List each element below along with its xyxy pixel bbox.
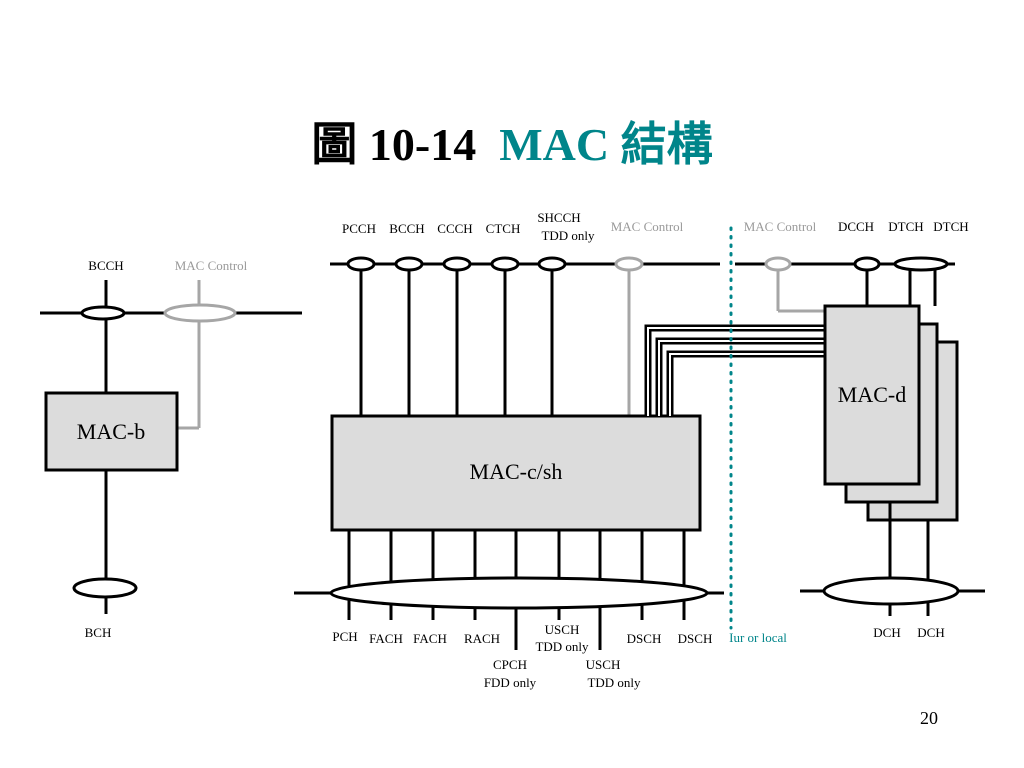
shcch-label: SHCCH: [537, 210, 580, 225]
mac-d-section: MAC-d MAC Control DCCH DTCH DTCH DCH DCH: [735, 219, 985, 640]
usch-label-2: USCH: [586, 657, 621, 672]
usch-note-2: TDD only: [587, 675, 641, 690]
title-prefix: 圖 10-14: [311, 119, 477, 170]
fach-label-1: FACH: [369, 631, 403, 646]
center-mac-control-label: MAC Control: [611, 219, 684, 234]
rach-label: RACH: [464, 631, 500, 646]
left-bcch-label: BCCH: [88, 258, 123, 273]
dtch-sap: [893, 256, 949, 272]
center-control-sap: [614, 256, 644, 272]
dsch-label-1: DSCH: [627, 631, 662, 646]
mac-d-links: [644, 324, 826, 416]
title-suffix: MAC 結構: [499, 119, 713, 170]
cpch-note: FDD only: [484, 675, 537, 690]
pch-label: PCH: [332, 629, 357, 644]
transport-channel-sap: [329, 576, 709, 610]
mac-c-sh-box: [330, 414, 702, 532]
iur-label: Iur or local: [729, 630, 787, 645]
right-mac-control-label: MAC Control: [744, 219, 817, 234]
ccch-sap: [442, 256, 472, 272]
dch-sap: [822, 576, 960, 606]
dtch-label-1: DTCH: [888, 219, 923, 234]
ctch-sap: [490, 256, 520, 272]
shcch-note: TDD only: [541, 228, 595, 243]
pcch-sap: [346, 256, 376, 272]
mac-c-sh-label: MAC-c/sh: [470, 459, 563, 484]
dcch-label: DCCH: [838, 219, 874, 234]
page-number: 20: [920, 708, 938, 728]
mac-b-label: MAC-b: [77, 419, 145, 444]
mac-d-box: [823, 304, 921, 486]
dch-label-1: DCH: [873, 625, 900, 640]
usch-label-1: USCH: [545, 622, 580, 637]
cpch-label: CPCH: [493, 657, 527, 672]
mac-b-box: [44, 391, 179, 472]
mac-b-control-sap: [163, 303, 237, 323]
bcch-sap-center: [394, 256, 424, 272]
mac-b-section: MAC-b BCCH MAC Control BCH: [40, 258, 302, 640]
usch-note-1: TDD only: [535, 639, 589, 654]
fach-label-2: FACH: [413, 631, 447, 646]
dtch-label-2: DTCH: [933, 219, 968, 234]
left-mac-control-label: MAC Control: [175, 258, 248, 273]
left-bch-label: BCH: [85, 625, 112, 640]
mac-c-sh-section: PCCH BCCH CCCH CTCH SHCCH TDD only MAC C…: [294, 210, 724, 690]
dch-label-2: DCH: [917, 625, 944, 640]
ctch-label: CTCH: [486, 221, 521, 236]
dsch-label-2: DSCH: [678, 631, 713, 646]
bch-sap: [72, 577, 138, 599]
mac-d-label: MAC-d: [838, 382, 906, 407]
bcch-sap: [80, 305, 126, 321]
dcch-sap: [853, 256, 881, 272]
center-bcch-label: BCCH: [389, 221, 424, 236]
pcch-label: PCCH: [342, 221, 376, 236]
right-control-sap: [764, 256, 792, 272]
shcch-sap: [537, 256, 567, 272]
ccch-label: CCCH: [437, 221, 472, 236]
slide-title: 圖 10-14 MAC 結構: [0, 108, 1024, 174]
